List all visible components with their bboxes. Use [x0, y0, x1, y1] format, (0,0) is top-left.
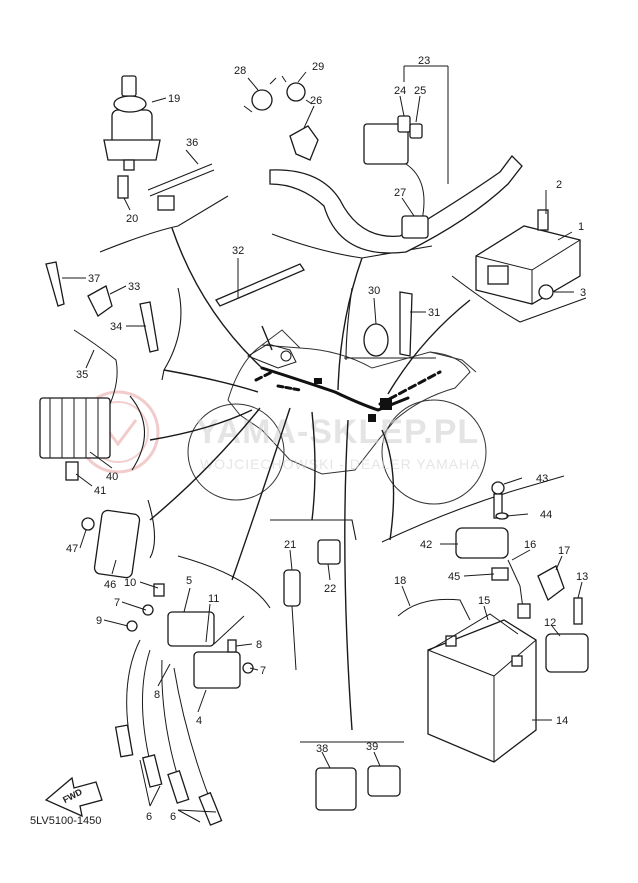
part-label-12: 12 [544, 617, 556, 629]
watermark-sub-text: WOJCIECHOWSKI - DEALER YAMAHA [200, 456, 481, 472]
cable-tie-32 [215, 263, 305, 307]
part-label-37: 37 [88, 273, 100, 285]
battery [427, 619, 537, 763]
part-label-29: 29 [312, 61, 324, 73]
part-label-34: 34 [110, 321, 122, 333]
part-label-14: 14 [556, 715, 568, 727]
part-label-44: 44 [540, 509, 552, 521]
part-label-8a: 8 [256, 639, 262, 651]
bracket-17 [537, 565, 565, 602]
part-label-32: 32 [232, 245, 244, 257]
part-label-25: 25 [414, 85, 426, 97]
part-label-43: 43 [536, 473, 548, 485]
part-label-33: 33 [128, 281, 140, 293]
part-label-41: 41 [94, 485, 106, 497]
part-label-47: 47 [66, 543, 78, 555]
part-label-27: 27 [394, 187, 406, 199]
battery-cable-18 [397, 598, 471, 621]
diagram-code: 5LV5100-1450 [30, 815, 101, 827]
part-label-7b: 7 [260, 665, 266, 677]
part-label-3: 3 [580, 287, 586, 299]
ignition-coils [114, 583, 254, 826]
flasher-relay-38 [315, 767, 357, 811]
forward-arrow-icon [44, 776, 103, 818]
cover-46 [93, 509, 141, 579]
part-label-22: 22 [324, 583, 336, 595]
sub-harness-assembly [269, 115, 523, 254]
part-label-21: 21 [284, 539, 296, 551]
part-label-1: 1 [578, 221, 584, 233]
motorcycle-silhouette [187, 329, 487, 505]
clip-set-30-31 [363, 291, 413, 357]
band-37 [45, 261, 65, 307]
part-label-36: 36 [186, 137, 198, 149]
part-label-16: 16 [524, 539, 536, 551]
cable-clamp-26 [289, 125, 319, 161]
watermark-main-text: YAMA-SKLEP.PL [196, 413, 479, 451]
part-label-6b: 6 [170, 811, 176, 823]
cdi-unit [475, 209, 581, 305]
part-label-42: 42 [420, 539, 432, 551]
cable-tie-35 [73, 329, 118, 405]
part-label-4: 4 [196, 715, 202, 727]
band-34 [139, 301, 159, 353]
part-label-2: 2 [556, 179, 562, 191]
part-label-10: 10 [124, 577, 136, 589]
relay-39 [367, 765, 401, 797]
part-label-26: 26 [310, 95, 322, 107]
part-label-13: 13 [576, 571, 588, 583]
part-sketches [39, 75, 589, 826]
part-label-40: 40 [106, 471, 118, 483]
clamp-33 [87, 285, 113, 317]
part-label-7a: 7 [114, 597, 120, 609]
part-label-24: 24 [394, 85, 406, 97]
battery-band-15 [429, 613, 519, 651]
part-label-38: 38 [316, 743, 328, 755]
starter-relay-group [455, 481, 509, 581]
part-label-19: 19 [168, 93, 180, 105]
label-leaders [62, 65, 583, 823]
part-label-45: 45 [448, 571, 460, 583]
part-label-6a: 6 [146, 811, 152, 823]
part-label-39: 39 [366, 741, 378, 753]
part-label-35: 35 [76, 369, 88, 381]
relay-12 [545, 633, 589, 673]
harness-routing [149, 227, 471, 731]
part-label-31: 31 [428, 307, 440, 319]
group-brackets [99, 195, 587, 743]
part-label-20: 20 [126, 213, 138, 225]
part-label-9: 9 [96, 615, 102, 627]
part-label-28: 28 [234, 65, 246, 77]
part-label-18: 18 [394, 575, 406, 587]
rectifier-regulator [39, 397, 111, 481]
part-label-30: 30 [368, 285, 380, 297]
part-label-23: 23 [418, 55, 430, 67]
bolt-13 [573, 597, 583, 625]
main-switch-assembly [103, 75, 215, 211]
watermark: YAMA-SKLEP.PL WOJCIECHOWSKI - DEALER YAM… [76, 390, 481, 474]
part-labels: 1 2 3 4 5 6 6 7 7 8 8 9 10 11 12 13 14 1… [30, 55, 588, 827]
hose-clamps [243, 75, 313, 113]
nut-47 [81, 517, 95, 531]
switch-pair-21-22 [283, 539, 341, 671]
part-label-15: 15 [478, 595, 490, 607]
part-label-5: 5 [186, 575, 192, 587]
part-label-46: 46 [104, 579, 116, 591]
part-label-17: 17 [558, 545, 570, 557]
part-label-8b: 8 [154, 689, 160, 701]
part-label-11: 11 [208, 593, 219, 605]
